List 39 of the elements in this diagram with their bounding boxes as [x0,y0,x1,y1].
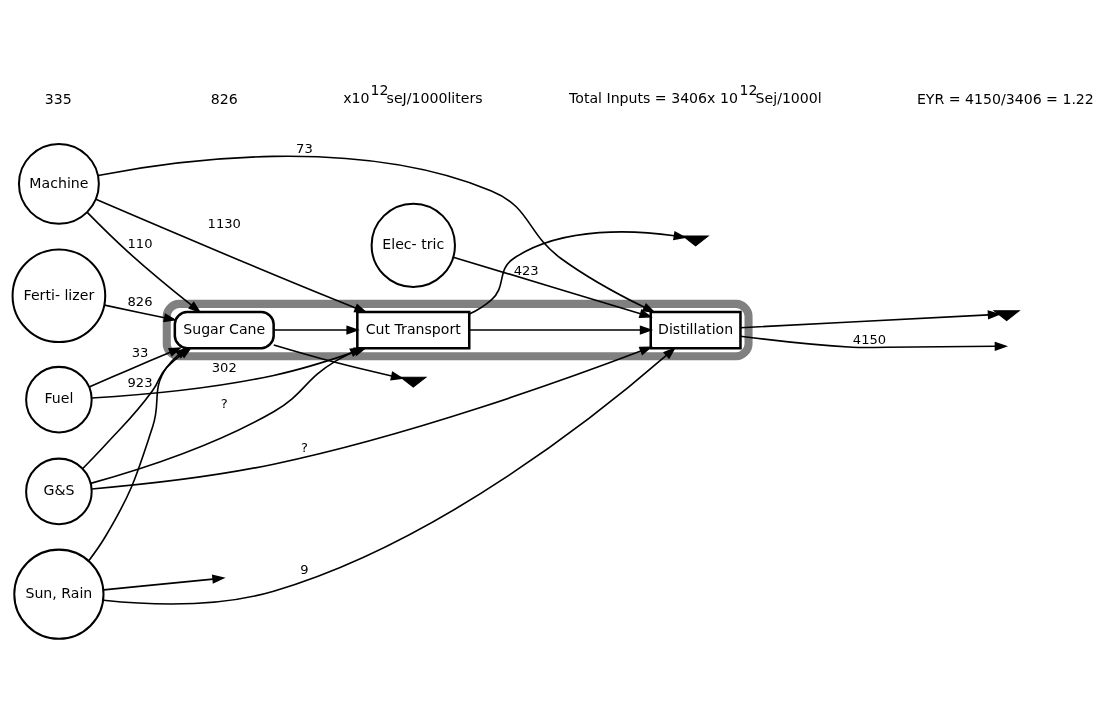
arrow [97,155,656,313]
edge-label: ? [220,396,228,412]
arrow [88,347,183,388]
arrow [103,304,178,323]
node-circle: Machine [17,142,100,225]
node-box: Distillation [649,310,742,350]
edge-label: 9 [300,562,309,578]
node-circle: Fuel [25,365,93,434]
edge-label: 73 [296,141,313,157]
node-box: Cut Transport [356,310,471,350]
edge-label: 33 [131,344,149,360]
node-circle: Sun, Rain [13,548,105,640]
edge-label: 923 [127,374,153,390]
arrow [468,231,687,315]
edge-label: 4150 [852,331,887,347]
arrow [102,574,226,591]
label: 826 [210,90,238,107]
edge-label: 1130 [207,215,241,231]
label: EYR = 4150/3406 = 1.22 [916,90,1094,107]
node-ground [681,235,710,247]
arrow [95,198,368,313]
edge-label: 302 [211,359,237,375]
arrow [273,325,360,335]
node-circle: Elec- tric [370,202,456,289]
node-box: Sugar Cane [173,310,275,350]
edge-label: ? [300,440,308,456]
arrow [468,325,654,335]
edge-label: 826 [127,294,153,310]
arrow [739,335,1009,351]
node-ground [992,310,1021,322]
node-circle: G&S [25,457,93,526]
arrow [452,256,653,319]
node-ground [399,376,428,388]
node-circle: Ferti- lizer [11,248,107,344]
edge-label: 110 [127,235,153,251]
label: 335 [44,90,72,107]
arrow [739,310,1002,329]
edge-label: 423 [513,263,539,279]
arrow [86,211,202,314]
